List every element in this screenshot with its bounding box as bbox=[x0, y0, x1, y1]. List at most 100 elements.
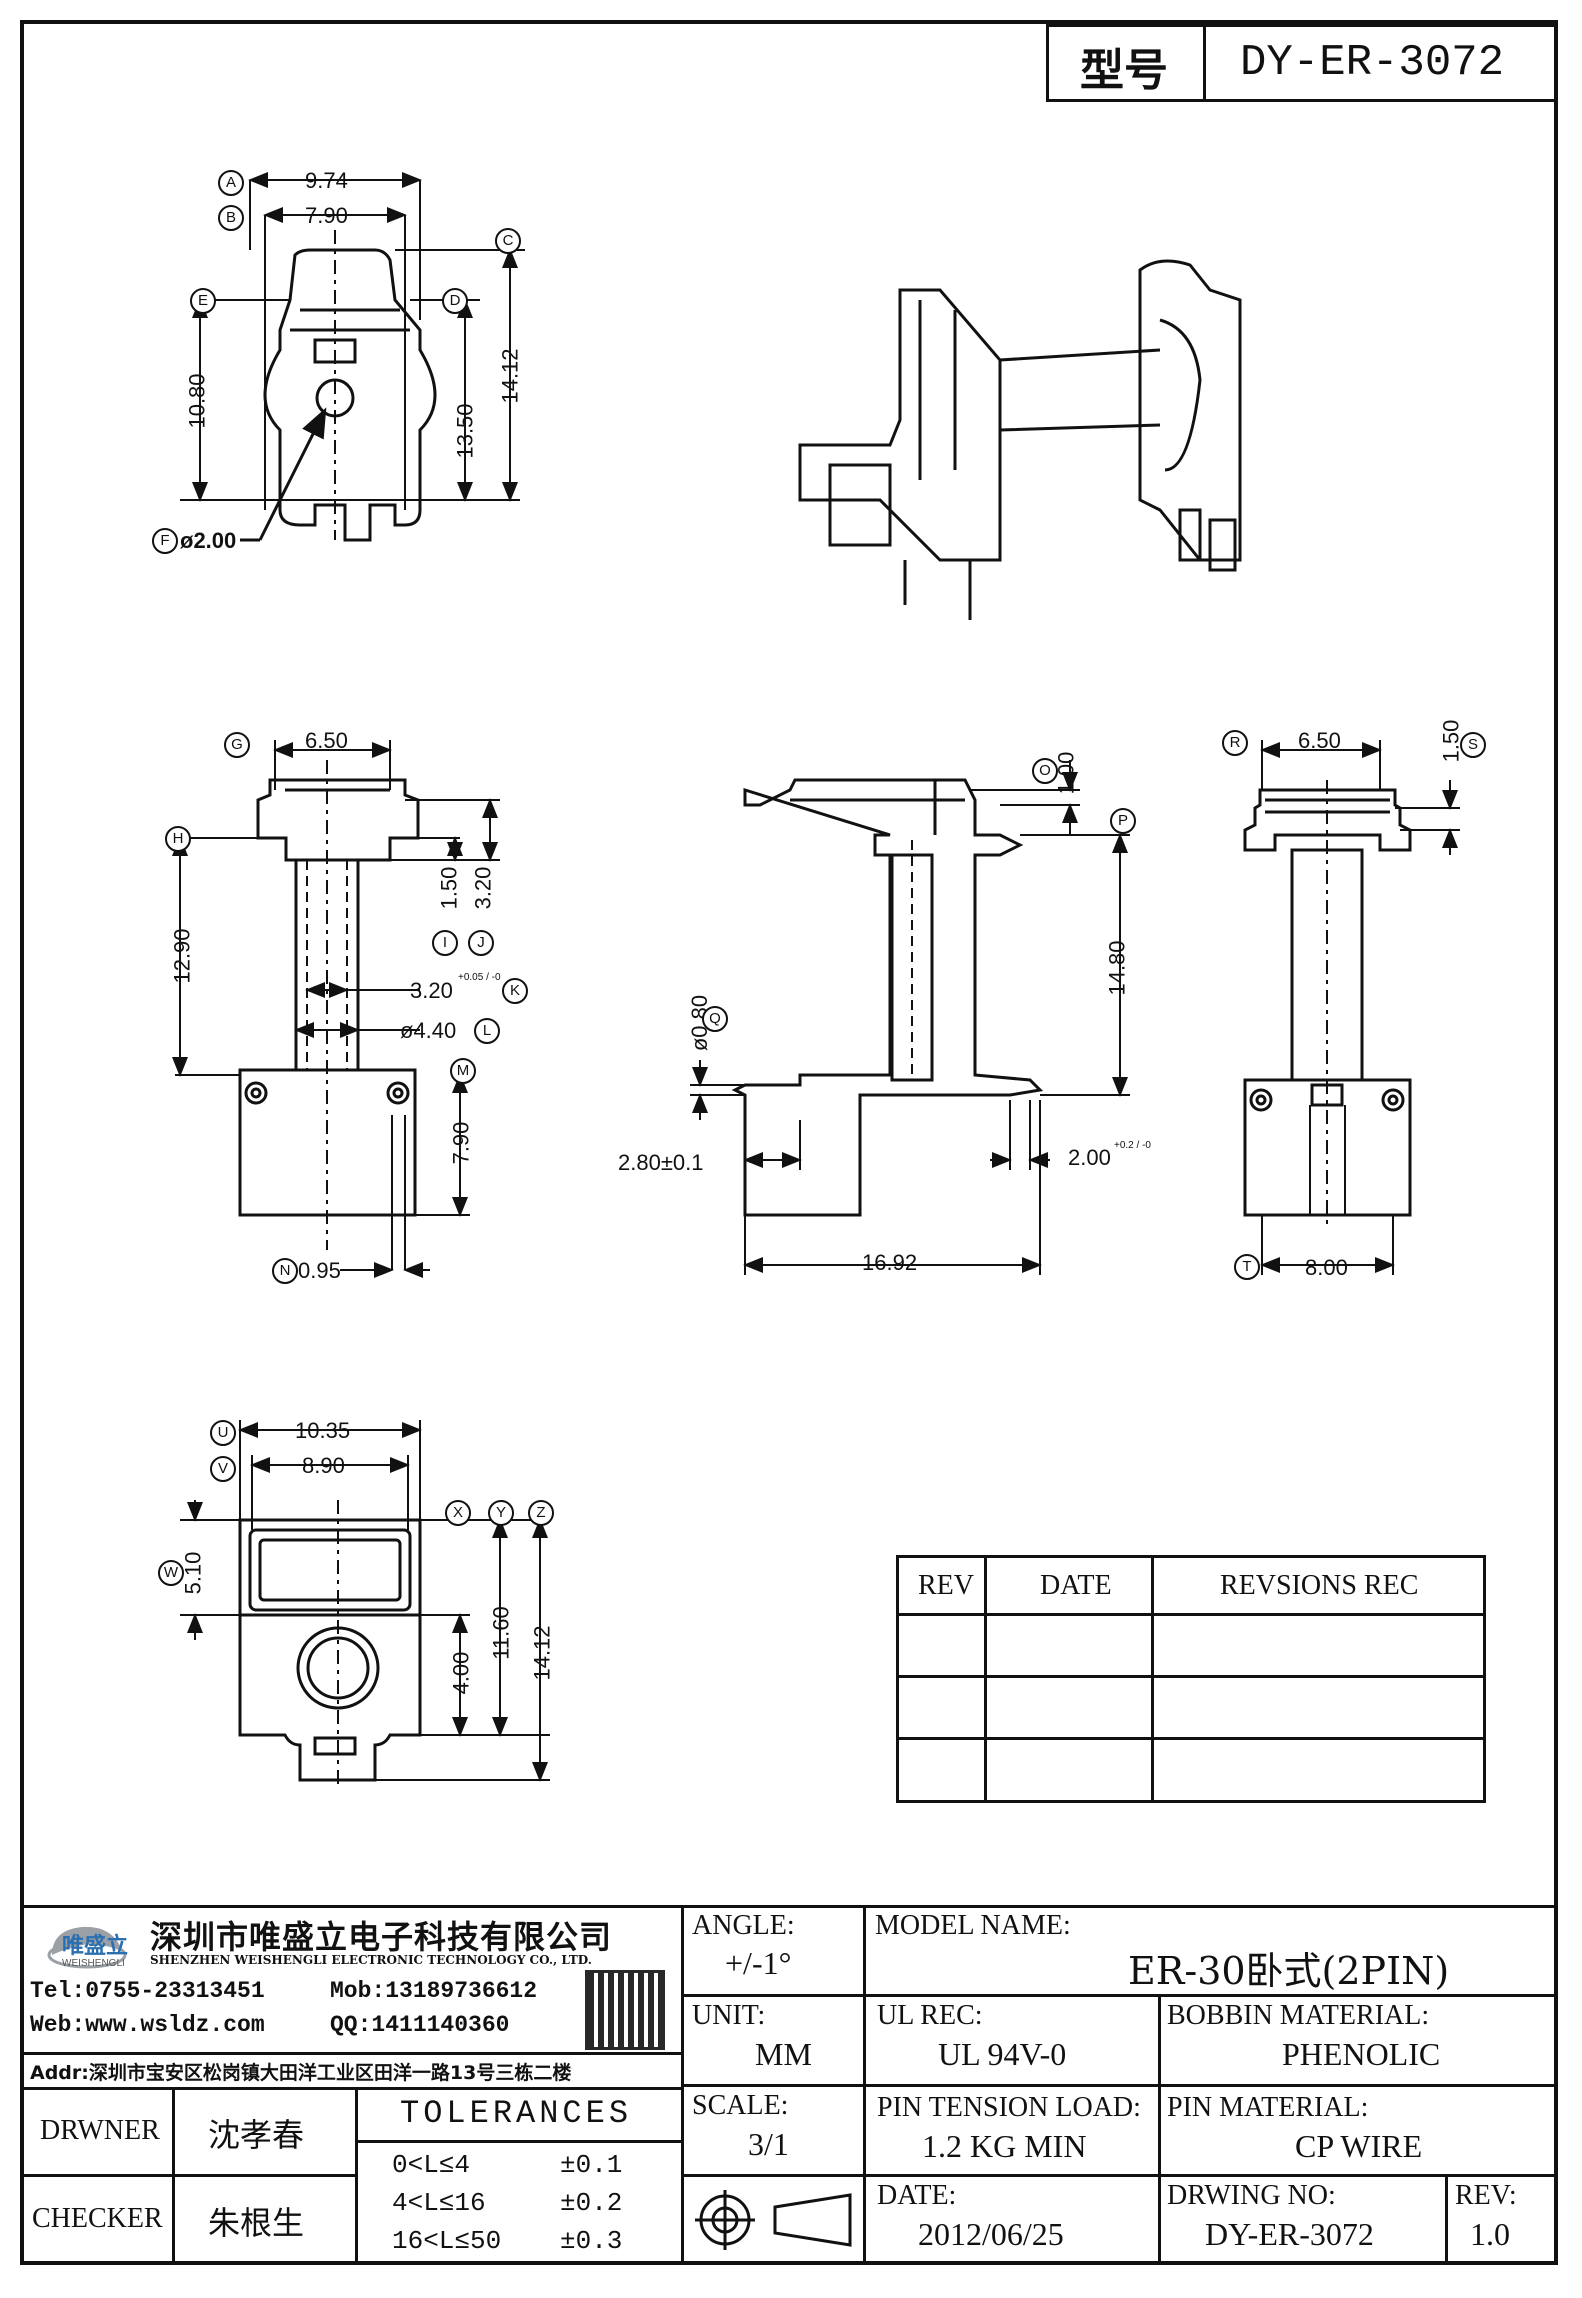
rev-label: REV: bbox=[1455, 2180, 1517, 2211]
revision-header-rec: REVSIONS REC bbox=[1220, 1570, 1419, 1601]
tolerance-value-2: ±0.2 bbox=[560, 2188, 623, 2218]
model-header-divider bbox=[1046, 24, 1206, 102]
marker-S: S bbox=[1460, 732, 1486, 758]
marker-O: O bbox=[1032, 758, 1058, 784]
marker-K: K bbox=[502, 978, 528, 1004]
dim-U: 10.35 bbox=[295, 1418, 351, 1443]
pin-material-value: CP WIRE bbox=[1295, 2128, 1423, 2164]
dim-hole: ø2.00 bbox=[180, 528, 237, 553]
rev-value: 1.0 bbox=[1470, 2216, 1510, 2252]
ul-value: UL 94V-0 bbox=[938, 2036, 1067, 2072]
marker-Q: Q bbox=[702, 1006, 728, 1032]
marker-D: D bbox=[442, 288, 468, 314]
tolerances-title-divider bbox=[355, 2140, 684, 2143]
top-view bbox=[180, 172, 525, 542]
dim-A: 9.74 bbox=[305, 168, 348, 193]
dim-W: 5.10 bbox=[180, 1551, 206, 1595]
checker-value: 朱根生 bbox=[208, 2204, 305, 2242]
marker-V: V bbox=[210, 1456, 236, 1482]
checker-label: CHECKER bbox=[32, 2203, 163, 2234]
model-name-value: ER-30卧式(2PIN) bbox=[1128, 1949, 1450, 1993]
drawer-label: DRWNER bbox=[40, 2115, 160, 2146]
dim-S-side: 2.00 bbox=[1068, 1145, 1111, 1170]
company-tel: Tel:0755-23313451 bbox=[30, 1978, 265, 2004]
dim-I: 1.50 bbox=[436, 866, 462, 910]
company-name-en: SHENZHEN WEISHENGLI ELECTRONIC TECHNOLOG… bbox=[150, 1953, 592, 1967]
marker-P: P bbox=[1110, 808, 1136, 834]
dim-Y: 11.60 bbox=[488, 1606, 514, 1660]
marker-B: B bbox=[218, 205, 244, 231]
marker-Y: Y bbox=[488, 1500, 514, 1526]
marker-A: A bbox=[218, 170, 244, 196]
marker-T: T bbox=[1234, 1254, 1260, 1280]
revision-table bbox=[896, 1555, 1486, 1803]
address-divider bbox=[20, 2052, 684, 2055]
dim-M: 7.90 bbox=[448, 1121, 474, 1165]
pin-tension-label: PIN TENSION LOAD: bbox=[877, 2092, 1141, 2123]
ul-label: UL REC: bbox=[877, 2000, 983, 2031]
scale-value: 3/1 bbox=[748, 2126, 789, 2162]
dim-V: 8.90 bbox=[302, 1453, 345, 1478]
tolerance-range-1: 0<L≤4 bbox=[392, 2150, 471, 2180]
dim-P: 14.80 bbox=[1104, 940, 1130, 996]
revision-grid bbox=[896, 1555, 1486, 1803]
company-name-cn: 深圳市唯盛立电子科技有限公司 bbox=[150, 1918, 613, 1956]
rev-cell bbox=[1445, 2174, 1558, 2265]
marker-U: U bbox=[210, 1420, 236, 1446]
dim-H: 12.90 bbox=[169, 928, 195, 984]
company-logo-sub: WEISHENGLI bbox=[62, 1958, 125, 1969]
pin-tension-value: 1.2 KG MIN bbox=[922, 2128, 1087, 2164]
marker-R: R bbox=[1222, 730, 1248, 756]
unit-label: UNIT: bbox=[692, 2000, 766, 2031]
revision-header-rev: REV bbox=[918, 1570, 974, 1601]
dim-R-side: 2.80±0.1 bbox=[618, 1150, 704, 1175]
company-address: Addr:深圳市宝安区松岗镇大田洋工业区田洋一路13号三栋二楼 bbox=[30, 2062, 572, 2084]
angle-value: +/-1° bbox=[725, 1945, 792, 1981]
company-logo-icon bbox=[47, 1926, 127, 1969]
marker-G: G bbox=[224, 732, 250, 758]
revision-header-date: DATE bbox=[1040, 1570, 1112, 1601]
tolerance-range-3: 16<L≤50 bbox=[392, 2226, 502, 2256]
dim-N: 0.95 bbox=[298, 1258, 341, 1283]
company-web: Web:www.wsldz.com bbox=[30, 2012, 265, 2038]
engineering-drawing bbox=[172, 172, 1460, 1790]
marker-J: J bbox=[468, 930, 494, 956]
dim-R-end: 6.50 bbox=[1298, 728, 1341, 753]
model-header-value: DY-ER-3072 bbox=[1240, 38, 1505, 88]
front-view bbox=[172, 740, 500, 1278]
marker-Z: Z bbox=[528, 1500, 554, 1526]
marker-X: X bbox=[445, 1500, 471, 1526]
dim-G: 6.50 bbox=[305, 728, 348, 753]
dim-top-height-right: 14.12 bbox=[497, 348, 523, 404]
tolerance-value-3: ±0.3 bbox=[560, 2226, 623, 2256]
dim-L: ø4.40 bbox=[400, 1018, 457, 1043]
drawer-value: 沈孝春 bbox=[208, 2116, 305, 2154]
dim-K-tol: +0.05 / -0 bbox=[458, 972, 501, 983]
marker-E: E bbox=[190, 288, 216, 314]
dim-top-height-mid: 13.50 bbox=[452, 403, 478, 459]
unit-value: MM bbox=[755, 2036, 812, 2072]
marker-I: I bbox=[432, 930, 458, 956]
company-mob: Mob:13189736612 bbox=[330, 1978, 538, 2004]
marker-F: F bbox=[152, 528, 178, 554]
marker-C: C bbox=[495, 228, 521, 254]
end-view bbox=[1243, 740, 1460, 1275]
marker-L: L bbox=[474, 1018, 500, 1044]
scale-label: SCALE: bbox=[692, 2090, 789, 2121]
marker-M: M bbox=[450, 1058, 476, 1084]
isometric-view bbox=[798, 259, 1242, 620]
drawing-no-label: DRWING NO: bbox=[1167, 2180, 1336, 2211]
dim-S-tol: +0.2 / -0 bbox=[1114, 1140, 1151, 1151]
dim-K: 3.20 bbox=[410, 978, 453, 1003]
pin-material-label: PIN MATERIAL: bbox=[1167, 2092, 1369, 2123]
dim-T-side: 16.92 bbox=[862, 1250, 918, 1275]
tolerance-range-2: 4<L≤16 bbox=[392, 2188, 486, 2218]
dim-Z: 14.12 bbox=[529, 1625, 555, 1681]
dim-X: 4.00 bbox=[448, 1651, 474, 1695]
third-angle-projection-icon bbox=[695, 2190, 852, 2250]
tolerance-value-1: ±0.1 bbox=[560, 2150, 623, 2180]
date-label: DATE: bbox=[877, 2180, 957, 2211]
model-header-label: 型号 bbox=[1080, 45, 1168, 96]
dim-T-end: 8.00 bbox=[1305, 1255, 1348, 1280]
tolerances-title: TOLERANCES bbox=[400, 2095, 633, 2132]
